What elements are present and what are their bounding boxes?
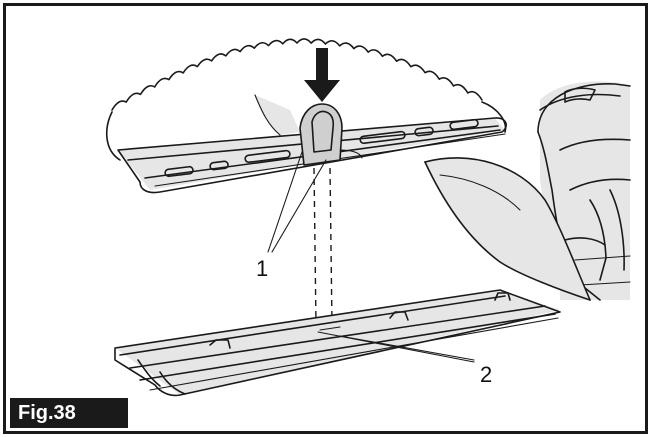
callout-2: 2 — [480, 362, 492, 387]
alignment-guides — [313, 167, 333, 326]
blade-guard — [424, 157, 591, 301]
saw-table — [114, 289, 561, 397]
leader-lines — [267, 151, 475, 363]
rip-fence — [117, 103, 507, 194]
figure-frame — [3, 3, 648, 434]
callout-1: 1 — [256, 256, 268, 281]
down-arrow-icon — [304, 48, 340, 102]
saw-blade — [105, 38, 507, 161]
figure-label: Fig.38 — [10, 398, 128, 428]
